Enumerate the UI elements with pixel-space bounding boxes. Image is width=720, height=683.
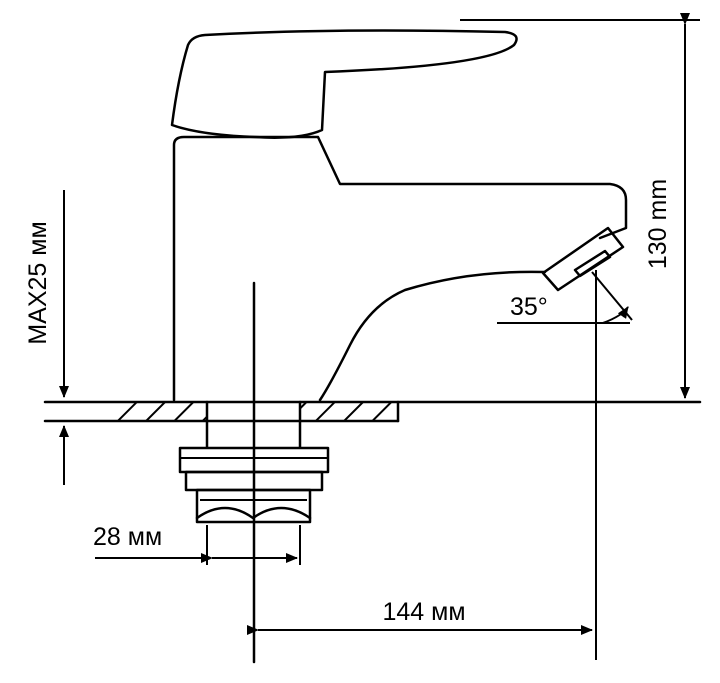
- angle-dimension: 35°: [497, 271, 633, 324]
- angle-label: 35°: [510, 293, 548, 321]
- reach-dimension: 144 мм: [247, 270, 597, 660]
- connector-width-dimension: 28 мм: [93, 523, 301, 565]
- countertop-hatch-left: [112, 402, 207, 421]
- max-thickness-label: MAX25 мм: [24, 221, 52, 344]
- faucet-body: [172, 135, 628, 402]
- connector-width-label: 28 мм: [93, 523, 162, 551]
- countertop-hatch-right: [300, 402, 398, 421]
- lever-handle: [170, 29, 518, 139]
- aerator: [541, 226, 625, 292]
- height-label: 130 mm: [644, 179, 672, 269]
- reach-label: 144 мм: [382, 598, 465, 626]
- countertop: [43, 400, 702, 423]
- height-dimension: 130 mm: [460, 13, 700, 399]
- max-thickness-dimension: MAX25 мм: [24, 190, 69, 485]
